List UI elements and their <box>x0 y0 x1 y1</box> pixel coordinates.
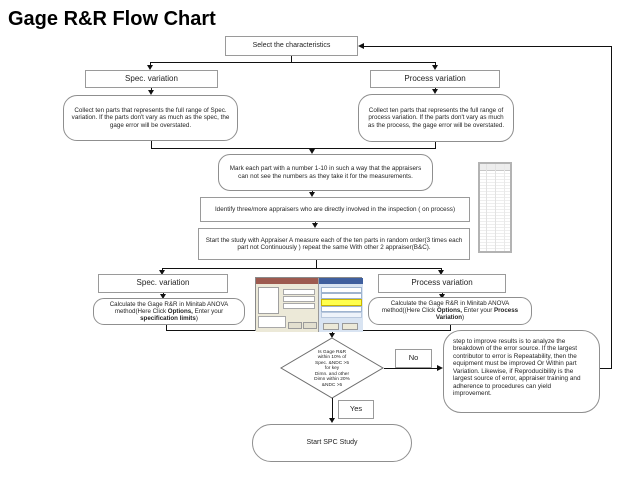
connector <box>291 56 292 63</box>
dialog-highlighted-field <box>321 299 362 306</box>
arrowhead-icon <box>147 65 153 70</box>
arrowhead-icon <box>439 294 445 299</box>
arrowhead-icon <box>309 149 315 154</box>
connector <box>316 260 317 268</box>
connector <box>450 325 451 331</box>
arrowhead-icon <box>312 223 318 228</box>
connector <box>150 62 151 66</box>
gage-rr-options-dialog-panel <box>319 278 363 332</box>
connector <box>384 368 437 369</box>
connector <box>600 368 612 369</box>
connector <box>151 88 152 91</box>
decision-line: Dimn. and other <box>314 371 350 377</box>
flow-node-calc-gagerr-spec: Calculate the Gage R&R in Minitab ANOVA … <box>93 298 245 325</box>
dialog-button <box>288 322 302 329</box>
dialog-button <box>303 322 317 329</box>
dialog-field <box>283 303 315 309</box>
calc-process-text-end: ) <box>462 313 465 321</box>
arrowhead-icon <box>437 365 443 371</box>
connector <box>611 46 612 369</box>
decision-line: for key <box>324 366 340 372</box>
flow-node-identify-appraisers: Identify three/more appraisers who are d… <box>200 197 470 222</box>
gage-rr-dialog-panel <box>256 278 319 332</box>
decision-line: Is Gage R&R <box>317 349 347 355</box>
dialog-field <box>321 312 362 318</box>
flow-node-mark-parts: Mark each part with a number 1-10 in suc… <box>218 154 433 191</box>
dialog-title-bar <box>256 278 318 284</box>
arrowhead-icon <box>160 294 166 299</box>
connector <box>332 398 333 419</box>
connector <box>435 62 436 66</box>
arrowhead-icon <box>148 90 154 95</box>
arrowhead-icon <box>329 333 335 338</box>
flow-node-process-variation-top: Process variation <box>370 70 500 88</box>
decision-line: &NDC >5 <box>321 382 343 388</box>
dialog-field <box>283 289 315 295</box>
arrowhead-icon <box>438 270 444 275</box>
decision-diamond-text: Is Gage R&R within 10% of Spec. &NDC >5 … <box>287 344 377 394</box>
decision-line: within 10% of <box>317 355 347 361</box>
decision-line: Dimn within 20% <box>314 377 350 383</box>
arrowhead-icon <box>432 89 438 94</box>
calc-process-bold-options: Options, <box>436 306 463 314</box>
worksheet-gridline <box>486 164 487 251</box>
connector <box>150 62 436 63</box>
calc-spec-text: Calculate the Gage R&R in Minitab ANOVA … <box>109 301 229 315</box>
calc-spec-text-mid: Enter your <box>192 307 224 315</box>
dialog-field <box>321 287 362 293</box>
page-title: Gage R&R Flow Chart <box>8 8 216 30</box>
flow-node-improve-advice: step to improve results is to analyze th… <box>443 330 600 413</box>
flow-label-yes: Yes <box>338 400 374 419</box>
minitab-worksheet-screenshot <box>478 162 512 253</box>
connector <box>166 325 167 331</box>
dialog-title-bar <box>319 278 363 284</box>
calc-process-text-mid: Enter your <box>462 306 494 314</box>
connector <box>332 330 333 334</box>
worksheet-gridline <box>495 164 496 251</box>
dialog-field <box>321 293 362 299</box>
arrowhead-icon <box>432 65 438 70</box>
connector <box>162 268 163 271</box>
connector <box>162 268 441 269</box>
flow-node-select-characteristics: Select the characteristics <box>225 36 358 56</box>
flow-node-process-variation-bottom: Process variation <box>378 274 506 293</box>
calc-spec-text-end: ) <box>195 314 198 322</box>
calc-spec-bold-options: Options, <box>167 307 193 315</box>
calc-spec-bold-limits: specification limits <box>140 314 196 322</box>
connector <box>151 148 436 149</box>
connector <box>435 142 436 148</box>
dialog-preview-area <box>258 316 286 328</box>
dialog-button <box>323 323 339 330</box>
flow-node-spec-variation-bottom: Spec. variation <box>98 274 228 293</box>
calc-process-text: Calculate the Gage R&R in Minitab ANOVA … <box>381 300 510 314</box>
minitab-dialog-screenshot <box>255 277 363 332</box>
flow-node-calc-gagerr-process: Calculate the Gage R&R in Minitab ANOVA … <box>368 297 532 325</box>
connector <box>364 46 612 47</box>
decision-line: Spec. &NDC >5 <box>315 360 349 366</box>
calc-process-bold-variation: Process Variation <box>435 306 519 321</box>
worksheet-gridline <box>504 164 505 251</box>
dialog-button <box>342 323 358 330</box>
arrowhead-icon <box>329 418 335 423</box>
connector <box>151 141 152 148</box>
flow-node-collect-process: Collect ten parts that represents the fu… <box>358 94 514 142</box>
dialog-column-listbox <box>258 287 279 314</box>
flow-node-start-spc-study: Start SPC Study <box>252 424 412 462</box>
connector <box>441 268 442 271</box>
arrowhead-icon <box>309 192 315 197</box>
arrowhead-icon <box>159 270 165 275</box>
dialog-field <box>283 296 315 302</box>
dialog-field <box>321 306 362 312</box>
flow-node-spec-variation-top: Spec. variation <box>85 70 218 88</box>
flow-node-start-study: Start the study with Appraiser A measure… <box>198 228 470 260</box>
flow-label-no: No <box>395 349 432 368</box>
flow-node-collect-spec: Collect ten parts that represents the fu… <box>63 95 238 141</box>
arrowhead-icon <box>358 43 364 49</box>
